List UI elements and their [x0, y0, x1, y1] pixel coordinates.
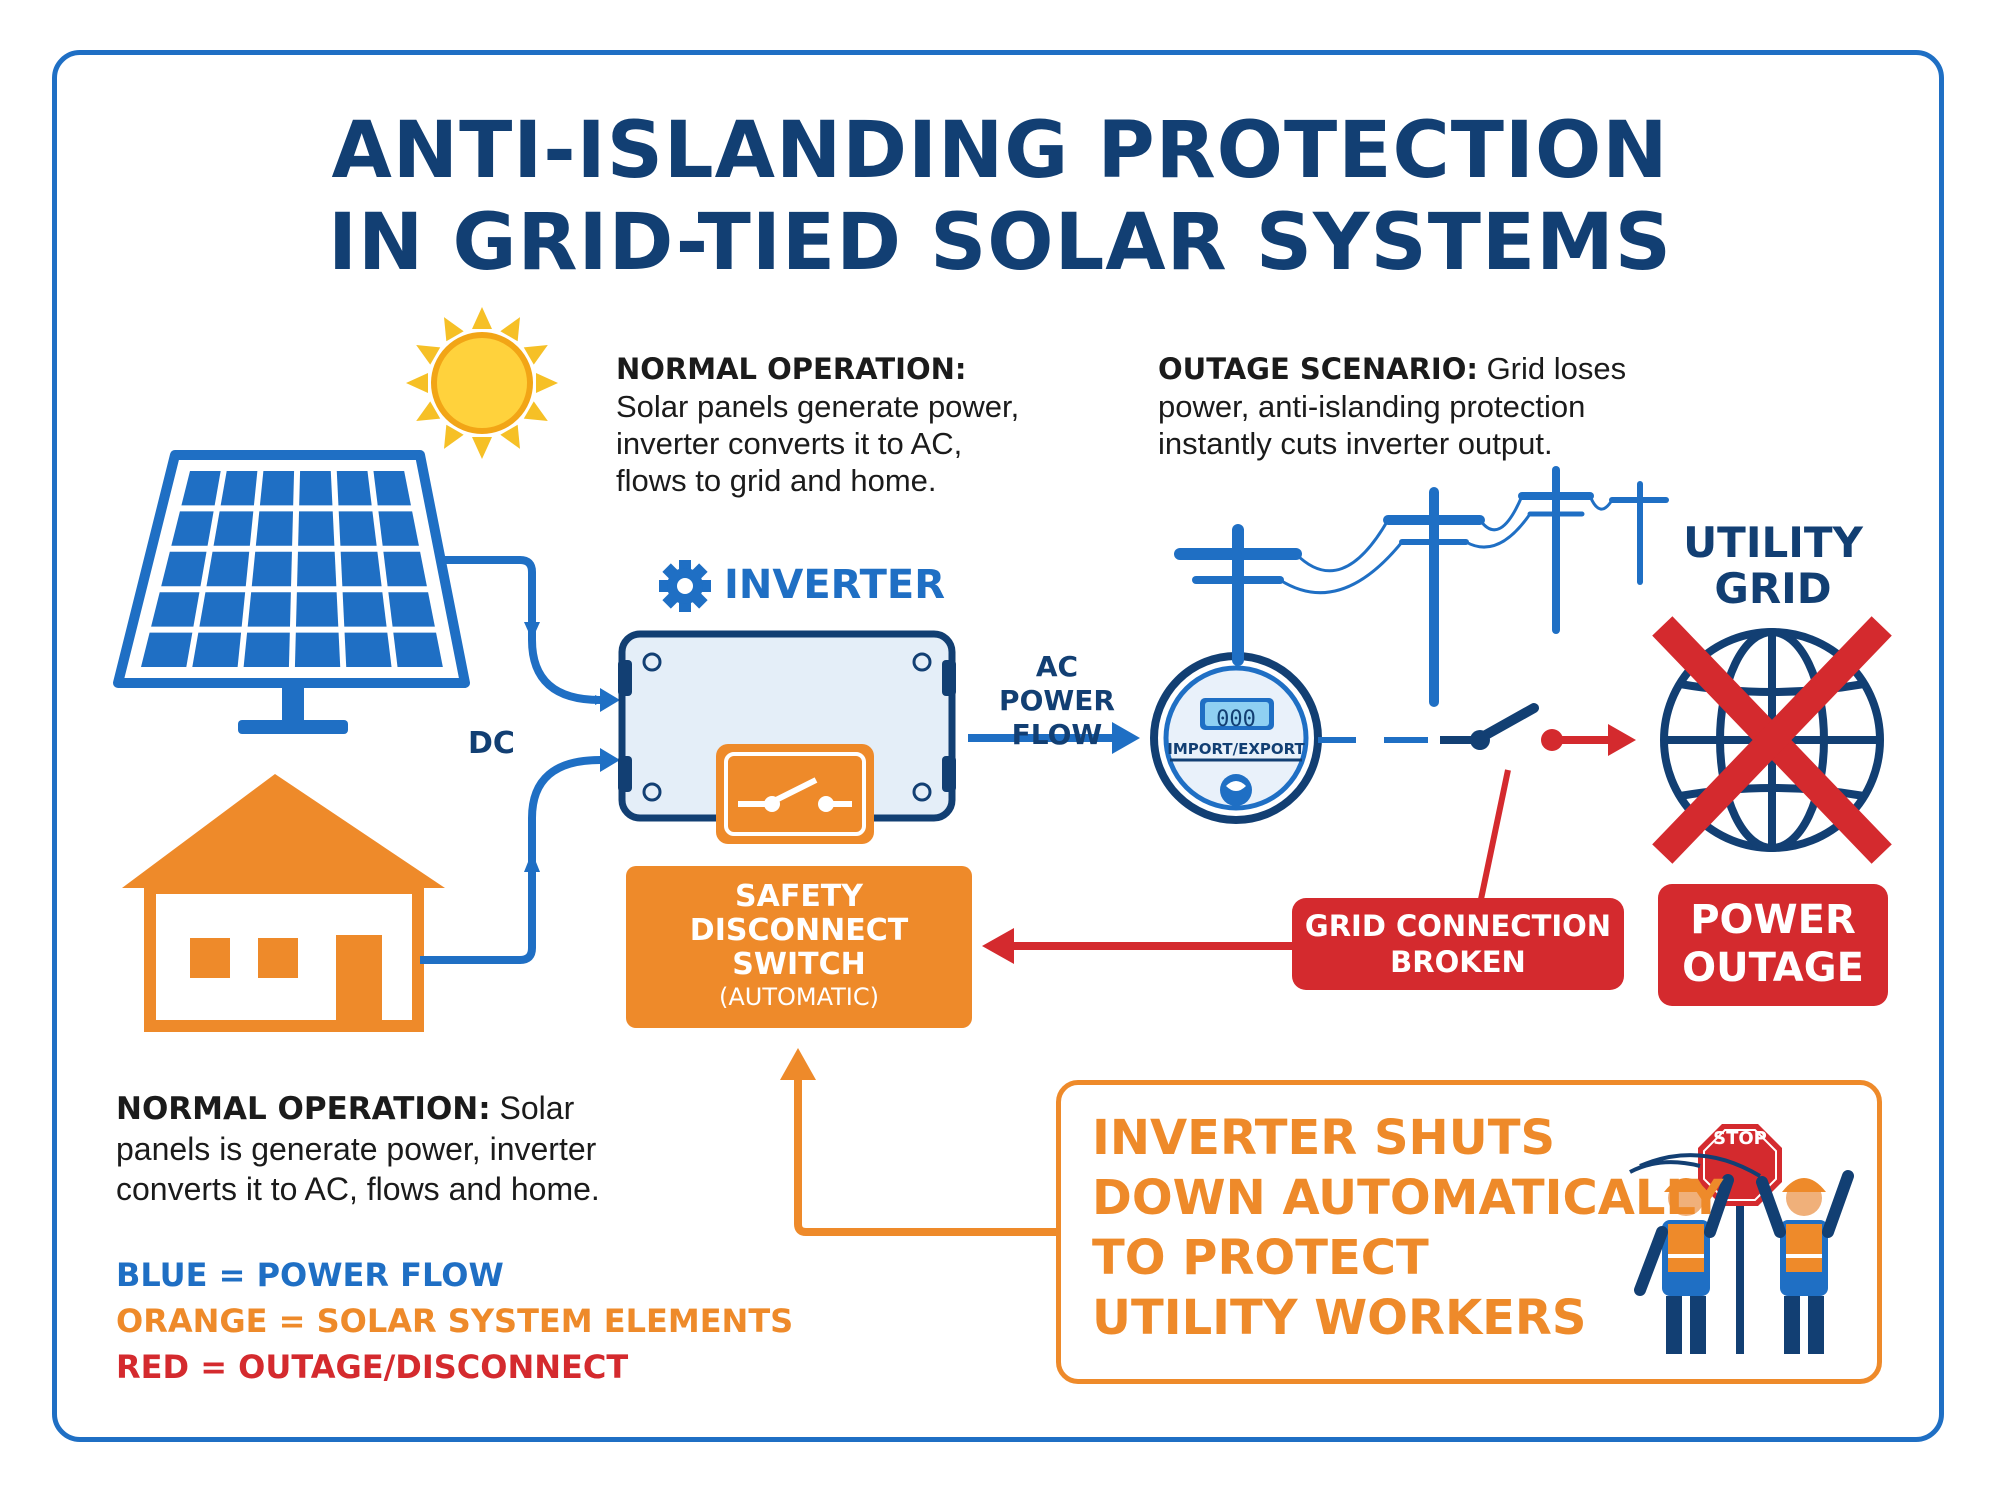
- outage-x-icon: [1652, 616, 1892, 864]
- red-arrow-to-switch: [982, 928, 1296, 964]
- outage-heading: OUTAGE SCENARIO:: [1158, 352, 1478, 386]
- normal-operation-top: NORMAL OPERATION: Solar panels generate …: [616, 350, 1019, 499]
- border-frame: [52, 50, 1944, 1442]
- grid-connection-broken-badge: GRID CONNECTION BROKEN: [1292, 898, 1624, 990]
- solar-cell: [161, 551, 207, 587]
- legend-blue: BLUE = POWER FLOW: [116, 1256, 504, 1294]
- broken-connector-line: [1477, 769, 1511, 905]
- outage-line-3: instantly cuts inverter output.: [1158, 426, 1553, 461]
- shutdown-message: INVERTER SHUTS DOWN AUTOMATICALLY TO PRO…: [1092, 1108, 1723, 1348]
- solar-cell: [342, 592, 387, 627]
- solar-cell: [213, 511, 254, 546]
- meter-display: 000: [1216, 707, 1256, 732]
- normal-top-line-3: flows to grid and home.: [616, 463, 937, 498]
- solar-cell: [259, 471, 295, 506]
- solar-cell: [297, 551, 337, 587]
- solar-cell: [255, 511, 294, 546]
- normal-bottom-line-2: panels is generate power, inverter: [116, 1131, 597, 1167]
- normal-bottom-heading: NORMAL OPERATION:: [116, 1091, 491, 1127]
- shutdown-line-4: UTILITY WORKERS: [1092, 1290, 1587, 1346]
- normal-top-heading: NORMAL OPERATION:: [616, 352, 967, 386]
- safety-line-3: SWITCH: [732, 947, 866, 982]
- disconnect-switch-icon: [716, 744, 874, 844]
- legend: BLUE = POWER FLOW ORANGE = SOLAR SYSTEM …: [116, 1252, 793, 1390]
- shutdown-line-1: INVERTER SHUTS: [1092, 1110, 1556, 1166]
- normal-bottom-line-3: converts it to AC, flows and home.: [116, 1171, 600, 1207]
- solar-cell: [171, 511, 214, 546]
- power-outage-badge: POWER OUTAGE: [1658, 884, 1888, 1006]
- power-poles-icon: [1174, 466, 1669, 707]
- solar-cell: [336, 471, 372, 506]
- house-icon: [122, 774, 445, 1032]
- solar-cell: [393, 632, 443, 667]
- solar-cell: [378, 511, 419, 546]
- solar-cell: [295, 592, 339, 627]
- safety-line-1: SAFETY: [735, 879, 863, 914]
- solar-cell: [338, 511, 377, 546]
- shutdown-message-box: [1056, 1080, 1882, 1384]
- normal-top-line-2: inverter converts it to AC,: [616, 426, 963, 461]
- ac-flow-arrow: [968, 722, 1140, 754]
- normal-top-line-1: Solar panels generate power,: [616, 389, 1020, 424]
- solar-cell: [199, 592, 246, 627]
- solar-cell: [373, 471, 411, 506]
- outage-scenario-text: OUTAGE SCENARIO: Grid loses power, anti-…: [1158, 350, 1626, 462]
- legend-orange: ORANGE = SOLAR SYSTEM ELEMENTS: [116, 1302, 794, 1340]
- solar-cell: [247, 592, 291, 627]
- title-line-2: IN GRID-TIED SOLAR SYSTEMS: [328, 198, 1672, 288]
- title-line-1: ANTI-ISLANDING PROTECTION: [331, 106, 1669, 196]
- solar-cell: [151, 592, 200, 627]
- dc-label: DC: [468, 726, 515, 761]
- solar-cell: [388, 592, 435, 627]
- gear-icon: [659, 560, 711, 612]
- outage-line-1: Grid loses: [1477, 351, 1627, 386]
- ac-flow-label: AC POWER FLOW: [982, 650, 1132, 752]
- ac-flow-line-2: FLOW: [1011, 718, 1103, 751]
- solar-cell: [294, 632, 341, 667]
- grid-broken-line-2: BROKEN: [1390, 945, 1526, 979]
- solar-cell: [181, 471, 221, 506]
- solar-panel-icon: [113, 450, 470, 734]
- inverter-label: INVERTER: [724, 562, 946, 608]
- ac-flow-line-1: AC POWER: [999, 650, 1115, 717]
- solar-cell: [192, 632, 242, 667]
- safety-disconnect-switch-box: SAFETY DISCONNECT SWITCH (AUTOMATIC): [626, 866, 972, 1028]
- solar-cell: [251, 551, 292, 587]
- stop-sign-label: STOP: [1713, 1128, 1767, 1149]
- dc-arrow-from-panel: [440, 556, 605, 705]
- power-outage-line-1: POWER: [1690, 897, 1856, 943]
- utility-grid-line-1: UTILITY: [1683, 518, 1863, 567]
- shutdown-line-2: DOWN AUTOMATICALLY: [1092, 1170, 1724, 1226]
- grid-switch-open: [1318, 703, 1636, 756]
- normal-operation-bottom: NORMAL OPERATION: Solar panels is genera…: [116, 1088, 600, 1209]
- normal-bottom-line-1: Solar: [490, 1090, 575, 1126]
- utility-workers-icon: [1629, 1124, 1854, 1354]
- shutdown-line-3: TO PROTECT: [1092, 1230, 1429, 1286]
- power-outage-line-2: OUTAGE: [1682, 945, 1864, 991]
- solar-cell: [340, 551, 382, 587]
- solar-cell: [298, 511, 335, 546]
- solar-cell: [383, 551, 427, 587]
- dc-arrow-from-house: [420, 756, 601, 964]
- meter-label: IMPORT/EXPORT: [1167, 740, 1305, 758]
- outage-line-2: power, anti-islanding protection: [1158, 389, 1586, 424]
- solar-cell: [299, 471, 333, 506]
- sun-icon: [406, 307, 558, 459]
- solar-cell: [344, 632, 392, 667]
- safety-line-4: (AUTOMATIC): [718, 983, 880, 1011]
- solar-cell: [141, 632, 193, 667]
- utility-grid-label: UTILITY GRID: [1678, 520, 1868, 612]
- safety-line-2: DISCONNECT: [689, 913, 909, 948]
- grid-broken-line-1: GRID CONNECTION: [1304, 909, 1612, 943]
- orange-feedback-arrow: [780, 1048, 1056, 1236]
- solar-cell: [243, 632, 290, 667]
- utility-grid-line-2: GRID: [1714, 564, 1832, 613]
- solar-cell: [206, 551, 250, 587]
- legend-red: RED = OUTAGE/DISCONNECT: [116, 1348, 629, 1386]
- meter-icon: [1150, 652, 1322, 824]
- solar-cell: [220, 471, 258, 506]
